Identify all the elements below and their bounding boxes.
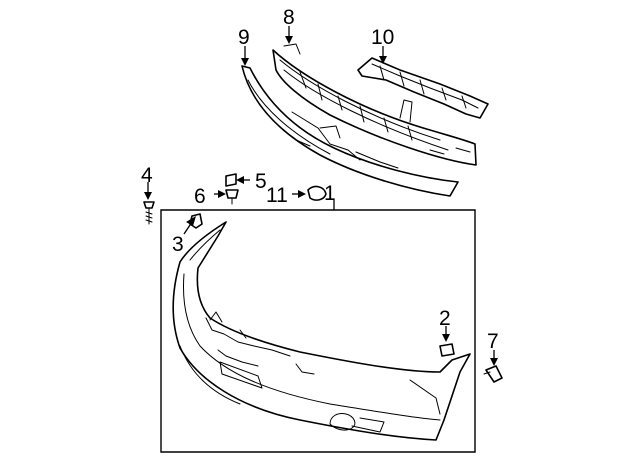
callout-8: 8 — [283, 6, 295, 29]
leader-lines — [144, 26, 498, 366]
callout-11: 11 — [266, 184, 288, 207]
screw-part-7 — [483, 365, 503, 383]
callout-9: 9 — [238, 26, 250, 49]
callout-6: 6 — [194, 185, 206, 208]
callout-10: 10 — [371, 26, 394, 49]
bumper-cover-part — [172, 221, 471, 441]
bumper-cover-frame — [160, 209, 476, 453]
callout-5: 5 — [255, 170, 267, 193]
screw-part-4 — [143, 201, 155, 225]
bracket-part-2 — [439, 343, 455, 357]
cap-part-11 — [307, 185, 327, 201]
reinforcement-bar-part — [272, 43, 477, 166]
callout-3: 3 — [172, 233, 184, 256]
bumper-absorber-part — [241, 65, 459, 197]
nut-part-5 — [225, 173, 237, 187]
callout-4: 4 — [141, 164, 153, 187]
callout-7: 7 — [487, 330, 499, 353]
bolt-part-6 — [225, 189, 239, 205]
callout-2: 2 — [439, 307, 451, 330]
upper-bracket-part — [357, 57, 489, 119]
callout-1: 1 — [324, 182, 336, 205]
